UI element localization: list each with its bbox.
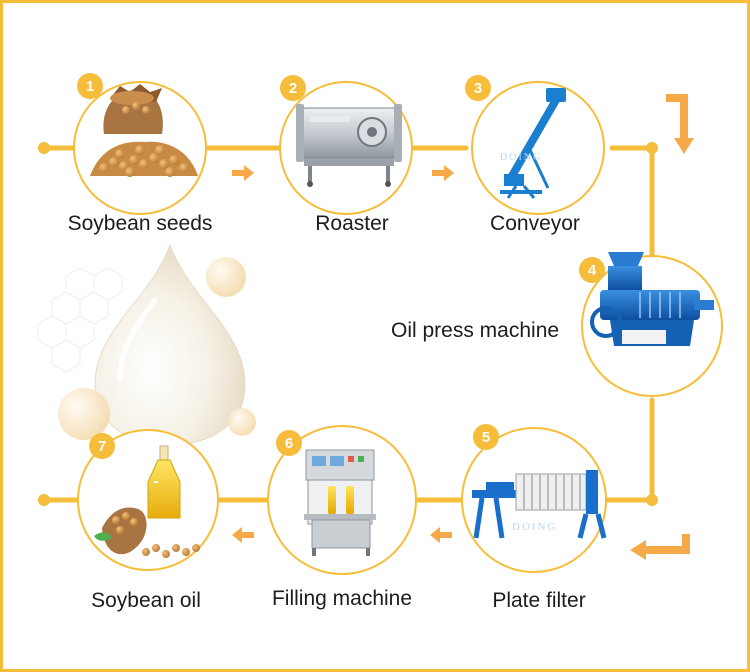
step-number-6: 6: [285, 435, 293, 452]
hexagon-pattern: [37, 267, 123, 373]
watermark-text: DOING: [512, 521, 557, 533]
oil-bubble-decoration: [206, 257, 246, 297]
step-badge-7: [89, 433, 115, 459]
step-number-1: 1: [86, 78, 94, 95]
step-badge-5: [473, 424, 499, 450]
arrow-left-icon: [430, 527, 452, 543]
step-number-3: 3: [474, 80, 482, 97]
step-number-7: 7: [98, 438, 106, 455]
step-badge-3: [465, 75, 491, 101]
oil-press-icon: [590, 252, 714, 346]
roaster-machine-icon: [296, 104, 402, 187]
turn-left-arrow-icon: [630, 534, 690, 560]
step-label-roaster: Roaster: [315, 212, 389, 235]
step-label-filling-machine: Filling machine: [271, 587, 413, 610]
step-label-soybean-seeds: Soybean seeds: [67, 212, 213, 235]
step-number-5: 5: [482, 429, 490, 446]
arrow-left-icon: [232, 527, 254, 543]
arrow-right-icon: [432, 165, 454, 181]
oil-bubble-decoration: [228, 408, 256, 436]
filling-machine-icon: [304, 449, 376, 556]
watermark-text: DOING: [500, 152, 542, 163]
turn-down-arrow-icon: [666, 94, 694, 154]
soybean-oil-bottle-icon: [94, 445, 200, 558]
step-badge-1: [77, 73, 103, 99]
step-label-conveyor: Conveyor: [490, 212, 580, 235]
line-endpoints: [38, 142, 658, 506]
oil-bubble-decoration: [58, 388, 110, 440]
step-number-2: 2: [289, 80, 297, 97]
direction-arrows: [232, 165, 454, 543]
step-label-oil-press-machine: Oil press machine: [391, 319, 560, 342]
arrow-right-icon: [232, 165, 254, 181]
step-circle-3: [471, 81, 605, 215]
step-label-plate-filter: Plate filter: [492, 589, 586, 612]
step-badges: [77, 73, 605, 459]
step-number-4: 4: [588, 262, 597, 279]
step-label-soybean-oil: Soybean oil: [91, 589, 201, 612]
step-badge-2: [280, 75, 306, 101]
step-badge-4: [579, 257, 605, 283]
plate-filter-icon: DOING: [472, 470, 607, 539]
step-badge-numbers: 1 2 3 4 5 6 7: [86, 78, 597, 455]
soybean-sack-icon: [90, 84, 198, 177]
step-badge-6: [276, 430, 302, 456]
screw-conveyor-icon: DOING: [500, 88, 566, 199]
